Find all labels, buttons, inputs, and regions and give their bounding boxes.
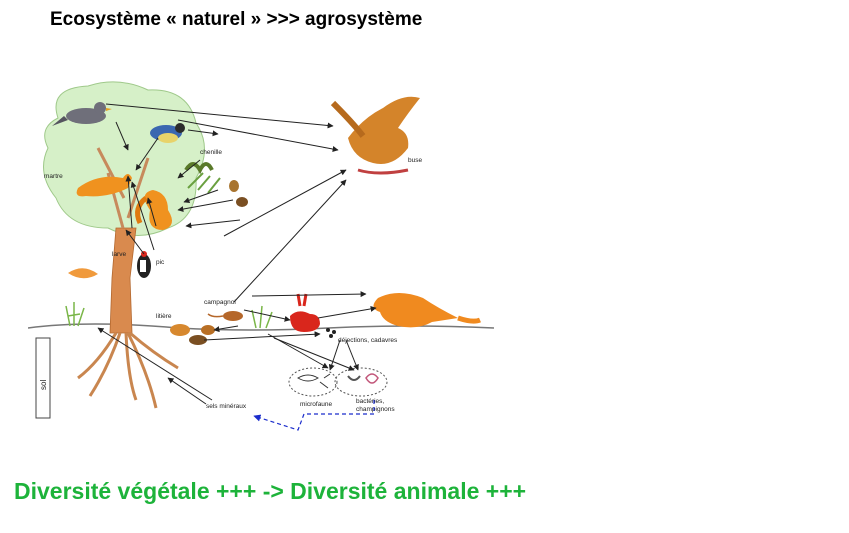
rabbit-icon: [290, 293, 320, 332]
label-microfaune: microfaune: [300, 401, 333, 408]
blackbird-icon: [52, 102, 112, 126]
label-pic: pic: [156, 259, 165, 266]
label-martre: martre: [44, 173, 63, 180]
decomposers-circle: [334, 367, 388, 397]
food-web-arrows: [97, 103, 377, 405]
food-web-diagram: sol chenille martre buse larve: [28, 78, 498, 448]
label-litiere: litière: [156, 313, 172, 320]
buzzard-icon: [330, 96, 420, 175]
droppings-icon: [326, 328, 336, 338]
slide-subtitle: Diversité végétale +++ -> Diversité anim…: [14, 478, 527, 504]
label-bacteries-2: champignons: [356, 406, 395, 413]
tree-trunk: [109, 227, 137, 334]
soil-label: sol: [39, 380, 48, 390]
recycling-arrow: [253, 400, 375, 431]
bacteria-icon: [347, 373, 379, 384]
woodpecker-icon: [137, 251, 151, 278]
label-bacteries-1: bactéries,: [356, 398, 384, 405]
label-sels: sels minéraux: [206, 403, 247, 410]
label-larve: larve: [112, 251, 126, 258]
soil-bar: [35, 337, 51, 419]
label-dejections: déjections, cadavres: [338, 337, 398, 344]
vole-icon: [207, 311, 243, 321]
tree-canopy: [43, 81, 205, 236]
grass-icon: [65, 302, 273, 329]
label-buse: buse: [408, 157, 422, 164]
microfauna-circle: [288, 367, 338, 397]
leaf-litter-icon: [170, 324, 215, 345]
microfauna-icon: [297, 373, 331, 389]
caterpillar-icon: [184, 162, 221, 194]
label-campagnol: campagnol: [204, 299, 236, 306]
slide-title: Ecosystème « naturel » >>> agrosystème: [50, 9, 423, 30]
acorn-icon: [229, 180, 248, 207]
leaf-icon: [68, 268, 98, 279]
tit-icon: [150, 123, 185, 143]
label-chenille: chenille: [200, 149, 222, 156]
food-web-svg: sol chenille martre buse larve: [28, 81, 495, 431]
marten-icon: [76, 174, 132, 197]
tree-roots: [77, 331, 179, 409]
fox-icon: [373, 293, 481, 328]
